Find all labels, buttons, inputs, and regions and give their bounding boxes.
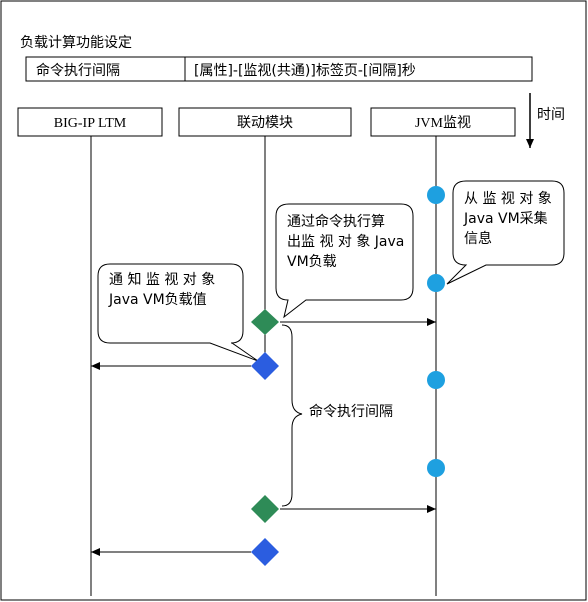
settings-label: 命令执行间隔 [36,62,120,79]
calc-event-diamond [251,495,279,523]
callout-calc-text: 通过命令执行算 出监 视 对 象 Java VM负载 [287,213,409,270]
jvm-sample-event [427,186,445,204]
callout-calc-line: 通过命令执行算 [287,213,385,230]
lane-header-link [178,107,352,137]
callout-collect [446,180,565,285]
callout-calc-line: 出监 视 对 象 Java [287,234,404,250]
callout-collect-text: 从 监 视 对 象 Java VM采集 信息 [463,191,556,247]
jvm-sample-event [427,274,445,292]
lane-label-jvm: JVM监视 [415,115,471,131]
callout-collect-line: 从 监 视 对 象 [464,191,552,207]
callout-notify-line: Java VM负载值 [108,292,207,308]
time-axis-label: 时间 [537,107,565,123]
callout-calc [275,203,414,319]
settings-value: [属性]-[监视(共通)]标签页-[间隔]秒 [194,62,416,79]
notify-event-diamond [251,538,279,566]
callout-notify [97,263,259,362]
interval-brace [281,324,303,507]
callout-notify-text: 通 知 监 视 对 象 Java VM负载值 [108,271,220,308]
callout-collect-line: 信息 [464,230,492,247]
diagram-title: 负载计算功能设定 [20,35,132,51]
lane-label-link: 联动模块 [237,115,293,131]
calc-event-diamond [251,309,279,335]
callout-calc-line: VM负载 [287,254,337,270]
callout-notify-line: 通 知 监 视 对 象 [109,271,215,288]
lane-header-jvm [370,107,516,137]
lane-label-bigip: BIG-IP LTM [54,116,127,131]
settings-box [25,56,533,82]
notify-event-diamond [251,352,279,380]
jvm-sample-event [427,459,445,477]
lane-header-bigip [17,107,163,137]
callout-collect-line: Java VM采集 [463,210,548,227]
interval-label: 命令执行间隔 [309,403,393,420]
jvm-sample-event [427,371,445,389]
